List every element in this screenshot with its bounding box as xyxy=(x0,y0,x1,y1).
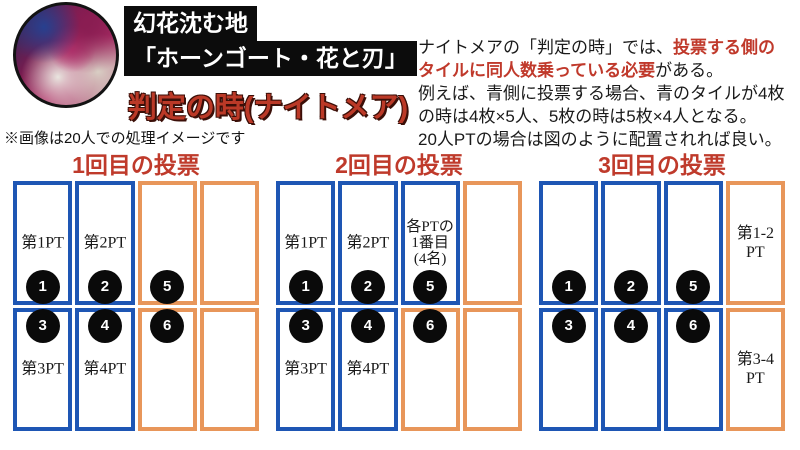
player-circle-4: 4 xyxy=(350,308,385,343)
diagram-3-tile-r1-c2: 6 xyxy=(663,307,723,431)
diagram-2-tile-r0-c0: 第1PT 1 xyxy=(276,181,336,305)
description-seg3-red: タイルに同人数乗っている必要 xyxy=(418,61,656,80)
description-seg1: ナイトメアの「判定の時」では、 xyxy=(418,38,673,57)
diagram-2-tile-r0-c1: 第2PT 2 xyxy=(338,181,398,305)
player-circle-1: 1 xyxy=(288,269,323,304)
diagram-1-tile-r0-c0: 第1PT 1 xyxy=(13,181,73,305)
diagram-2-tile-r1-c1: 第4PT 4 xyxy=(338,307,398,431)
tile-label: 第2PT xyxy=(83,234,127,252)
player-circle-3: 3 xyxy=(25,308,60,343)
tile-label: 第3PT xyxy=(21,360,64,378)
title-banner: 幻花沈む地 「ホーンゴート・花と刃」 xyxy=(124,6,417,76)
description-seg2-red: 投票する側の xyxy=(673,38,775,57)
diagram-3-tile-r0-c0: 1 xyxy=(539,181,599,305)
diagram-1-tile-r1-c1: 第4PT 4 xyxy=(75,307,135,431)
player-circle-3: 3 xyxy=(551,308,586,343)
description-seg4: がある。 xyxy=(655,61,724,80)
player-circle-6: 6 xyxy=(413,308,448,343)
diagram-2-title: 2回目の投票 xyxy=(335,152,463,178)
diagram-3-tile-r1-c1: 4 xyxy=(601,307,661,431)
diagram-2-tile-r0-c3 xyxy=(462,181,522,305)
player-circle-6: 6 xyxy=(150,308,185,343)
diagram-2-tile-r1-c2: 6 xyxy=(400,307,460,431)
tile-label: 第4PT xyxy=(346,360,390,378)
tile-label: 第1PT xyxy=(21,234,64,252)
diagram-2-tile-r1-c0: 第3PT 3 xyxy=(276,307,336,431)
tile-label: 第2PT xyxy=(346,234,390,252)
tile-label: 第4PT xyxy=(83,360,127,378)
player-circle-4: 4 xyxy=(613,308,648,343)
diagram-3-tile-r0-c2: 5 xyxy=(663,181,723,305)
player-circle-6: 6 xyxy=(676,308,711,343)
diagram-1-tile-r0-c3 xyxy=(199,181,259,305)
player-circle-1: 1 xyxy=(25,269,60,304)
description-text: ナイトメアの「判定の時」では、投票する側のタイルに同人数乗っている必要がある。例… xyxy=(418,36,798,151)
player-circle-5: 5 xyxy=(150,269,185,304)
diagram-2-tile-r1-c3 xyxy=(462,307,522,431)
description-line4: 20人PTの場合は図のように配置されれば良い。 xyxy=(418,130,782,149)
diagram-1-tile-r0-c2: 5 xyxy=(137,181,197,305)
player-circle-3: 3 xyxy=(288,308,323,343)
diagram-3-tile-r0-c1: 2 xyxy=(601,181,661,305)
page-subtitle: 判定の時(ナイトメア) xyxy=(127,92,409,124)
player-circle-4: 4 xyxy=(87,308,122,343)
page-title-line2: 「ホーンゴート・花と刃」 xyxy=(124,41,417,76)
diagram-1-tile-r1-c0: 第3PT 3 xyxy=(13,307,73,431)
diagram-1-tile-r1-c3 xyxy=(199,307,259,431)
diagram-1-tile-r1-c2: 6 xyxy=(137,307,197,431)
tile-label: 第3PT xyxy=(284,360,327,378)
player-circle-2: 2 xyxy=(613,269,648,304)
diagram-1-tile-r0-c1: 第2PT 2 xyxy=(75,181,135,305)
player-circle-5: 5 xyxy=(413,269,448,304)
avatar-image xyxy=(13,2,119,108)
diagram-1-title: 1回目の投票 xyxy=(72,152,200,178)
tile-label: 第1PT xyxy=(284,234,327,252)
description-line3: の時は4枚×5人、5枚の時は5枚×4人となる。 xyxy=(418,107,757,126)
image-note: ※画像は20人での処理イメージです xyxy=(4,130,246,147)
player-circle-5: 5 xyxy=(676,269,711,304)
player-circle-2: 2 xyxy=(350,269,385,304)
page-title-line1: 幻花沈む地 xyxy=(124,6,257,41)
description-line2: 例えば、青側に投票する場合、青のタイルが4枚 xyxy=(418,84,785,103)
player-circle-1: 1 xyxy=(551,269,586,304)
diagram-3-tile-r1-c0: 3 xyxy=(539,307,599,431)
diagram-3-title: 3回目の投票 xyxy=(598,152,726,178)
player-circle-2: 2 xyxy=(87,269,122,304)
